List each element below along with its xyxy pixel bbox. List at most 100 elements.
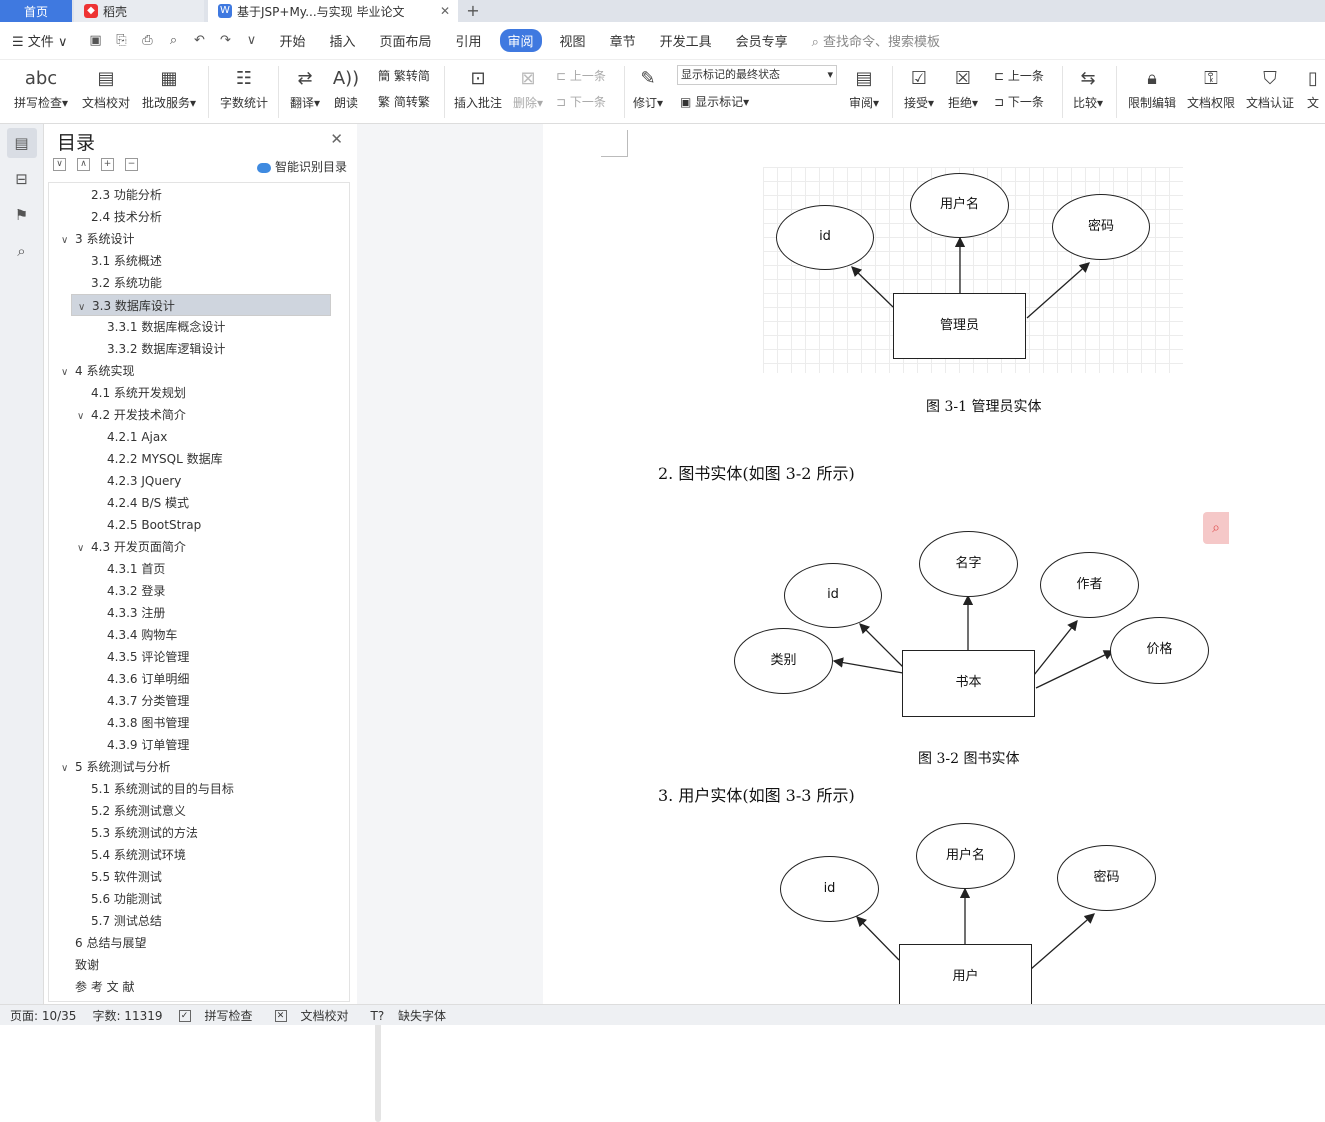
restrict-editing-button[interactable]: 🔒︎限制编辑	[1124, 64, 1180, 111]
chapter-nav-icon[interactable]: ⊟	[15, 170, 28, 188]
tab-daoke[interactable]: ◆稻壳	[74, 0, 204, 22]
next-change-button[interactable]: ⊐ 下一条	[994, 93, 1044, 110]
toc-item[interactable]: 5.2 系统测试意义	[91, 800, 186, 822]
menu-layout[interactable]: 页面布局	[379, 35, 432, 50]
smart-toc-button[interactable]: 智能识别目录	[256, 158, 347, 175]
chevron-down-icon[interactable]: ∨	[77, 411, 85, 422]
toc-item[interactable]: 2.3 功能分析	[91, 184, 162, 206]
new-tab-icon[interactable]: +	[466, 1, 480, 20]
toc-item[interactable]: 4.2.5 BootStrap	[107, 514, 201, 536]
close-icon[interactable]: ✕	[330, 130, 343, 148]
save-icon[interactable]: ▣	[89, 33, 102, 48]
toc-item[interactable]: 4.3.1 首页	[107, 558, 165, 580]
menu-view[interactable]: 视图	[559, 35, 586, 50]
trad-to-simp-button[interactable]: 簡 繁转简	[378, 67, 430, 84]
prev-change-button[interactable]: ⊏ 上一条	[994, 67, 1044, 84]
toc-item[interactable]: 4.2.2 MYSQL 数据库	[107, 448, 223, 470]
print-preview-icon[interactable]: ⌕	[169, 33, 178, 48]
chevron-down-icon[interactable]: ∨	[78, 302, 86, 313]
toc-item[interactable]: 4.2.4 B/S 模式	[107, 492, 189, 514]
toc-item[interactable]: 6 总结与展望	[75, 932, 146, 954]
toc-item[interactable]: 5.3 系统测试的方法	[91, 822, 198, 844]
toc-item[interactable]: 3.3.1 数据库概念设计	[107, 316, 225, 338]
review-pane-button[interactable]: ▤审阅▾	[846, 64, 882, 111]
menu-member[interactable]: 会员专享	[735, 35, 788, 50]
toc-item[interactable]: ∨4.3 开发页面简介	[77, 536, 186, 558]
status-spell-check[interactable]: ✓拼写检查	[178, 1007, 259, 1024]
toc-item[interactable]: 3.3.2 数据库逻辑设计	[107, 338, 225, 360]
compare-button[interactable]: ⇆比较▾	[1068, 64, 1108, 111]
menu-review[interactable]: 审阅	[499, 29, 542, 52]
toc-item[interactable]: ∨4 系统实现	[61, 360, 134, 382]
toc-item[interactable]: 4.3.7 分类管理	[107, 690, 189, 712]
menu-chapter[interactable]: 章节	[609, 35, 636, 50]
toc-item[interactable]: 4.3.2 登录	[107, 580, 165, 602]
simp-to-trad-button[interactable]: 繁 简转繁	[378, 93, 430, 110]
menu-insert[interactable]: 插入	[329, 35, 356, 50]
undo-icon[interactable]: ↶	[194, 33, 205, 48]
menu-start[interactable]: 开始	[279, 35, 306, 50]
toc-item[interactable]: 致谢	[75, 954, 99, 976]
toc-item[interactable]: 4.3.6 订单明细	[107, 668, 189, 690]
chevron-down-icon[interactable]: ∨	[77, 543, 85, 554]
toc-item[interactable]: 4.3.3 注册	[107, 602, 165, 624]
add-heading-icon[interactable]: +	[101, 158, 114, 171]
toc-item[interactable]: 5.6 功能测试	[91, 888, 162, 910]
more-icon[interactable]: ∨	[246, 33, 257, 48]
redo-icon[interactable]: ↷	[220, 33, 231, 48]
toc-item[interactable]: 5.7 测试总结	[91, 910, 162, 932]
insert-comment-button[interactable]: ⊡插入批注	[452, 64, 504, 111]
toc-item[interactable]: 5.4 系统测试环境	[91, 844, 186, 866]
more-ribbon-button[interactable]: ▯文	[1302, 64, 1324, 111]
toc-item[interactable]: 4.3.5 评论管理	[107, 646, 189, 668]
missing-font-indicator[interactable]: T? 缺失字体	[371, 1007, 453, 1024]
document-cert-button[interactable]: ⛉文档认证	[1242, 64, 1298, 111]
chevron-down-icon[interactable]: ∨	[61, 367, 69, 378]
toc-item[interactable]: 3.1 系统概述	[91, 250, 162, 272]
bookmark-icon[interactable]: ⚑	[14, 206, 29, 224]
toc-item[interactable]: 3.2 系统功能	[91, 272, 162, 294]
toc-item[interactable]: 4.3.8 图书管理	[107, 712, 189, 734]
toc-item[interactable]: 5.5 软件测试	[91, 866, 162, 888]
print-icon[interactable]: ⎙	[142, 33, 153, 48]
toc-item[interactable]: ∨4.2 开发技术简介	[77, 404, 186, 426]
status-proofread[interactable]: ✕文档校对	[274, 1007, 355, 1024]
page-indicator[interactable]: 页面: 10/35	[10, 1008, 77, 1023]
remove-heading-icon[interactable]: −	[125, 158, 138, 171]
document-permission-button[interactable]: ⚿文档权限	[1184, 64, 1238, 111]
toc-item[interactable]: ∨3.3 数据库设计	[71, 294, 331, 316]
markup-state-select[interactable]: 显示标记的最终状态▾	[677, 65, 837, 85]
find-icon[interactable]: ⌕	[17, 242, 26, 260]
translate-button[interactable]: ⇄翻译▾	[286, 64, 324, 111]
toc-item[interactable]: 参 考 文 献	[75, 976, 134, 998]
expand-all-icon[interactable]: ∧	[77, 158, 90, 171]
toc-item[interactable]: 4.3.9 订单管理	[107, 734, 189, 756]
word-count-button[interactable]: ☷字数统计	[216, 64, 272, 111]
export-pdf-icon[interactable]: ⎘	[116, 33, 127, 48]
show-markup-button[interactable]: ▣ 显示标记▾	[680, 95, 750, 109]
magnifier-icon[interactable]: ⌕	[1203, 512, 1229, 544]
file-menu[interactable]: ☰ 文件 ∨	[12, 35, 68, 50]
toc-item[interactable]: ∨3 系统设计	[61, 228, 134, 250]
menu-reference[interactable]: 引用	[455, 35, 482, 50]
word-count-indicator[interactable]: 字数: 11319	[92, 1008, 163, 1023]
chevron-down-icon[interactable]: ∨	[61, 763, 69, 774]
accept-button[interactable]: ☑接受▾	[900, 64, 938, 111]
read-aloud-button[interactable]: A))朗读	[328, 64, 364, 111]
toc-item[interactable]: 2.4 技术分析	[91, 206, 162, 228]
toc-item[interactable]: 4.2.3 JQuery	[107, 470, 181, 492]
correction-service-button[interactable]: ▦批改服务▾	[138, 64, 200, 111]
toc-panel-icon[interactable]: ▤	[6, 128, 37, 158]
chevron-down-icon[interactable]: ∨	[61, 235, 69, 246]
close-tab-icon[interactable]: ✕	[439, 4, 450, 18]
menu-devtools[interactable]: 开发工具	[659, 35, 712, 50]
reject-button[interactable]: ☒拒绝▾	[944, 64, 982, 111]
toc-item[interactable]: 4.2.1 Ajax	[107, 426, 167, 448]
proofread-button[interactable]: ▤文档校对	[78, 64, 134, 111]
toc-item[interactable]: ∨5 系统测试与分析	[61, 756, 170, 778]
command-search[interactable]: ⌕ 查找命令、搜索模板	[812, 31, 940, 50]
toc-item[interactable]: 4.3.4 购物车	[107, 624, 177, 646]
tab-home[interactable]: 首页	[0, 0, 72, 22]
